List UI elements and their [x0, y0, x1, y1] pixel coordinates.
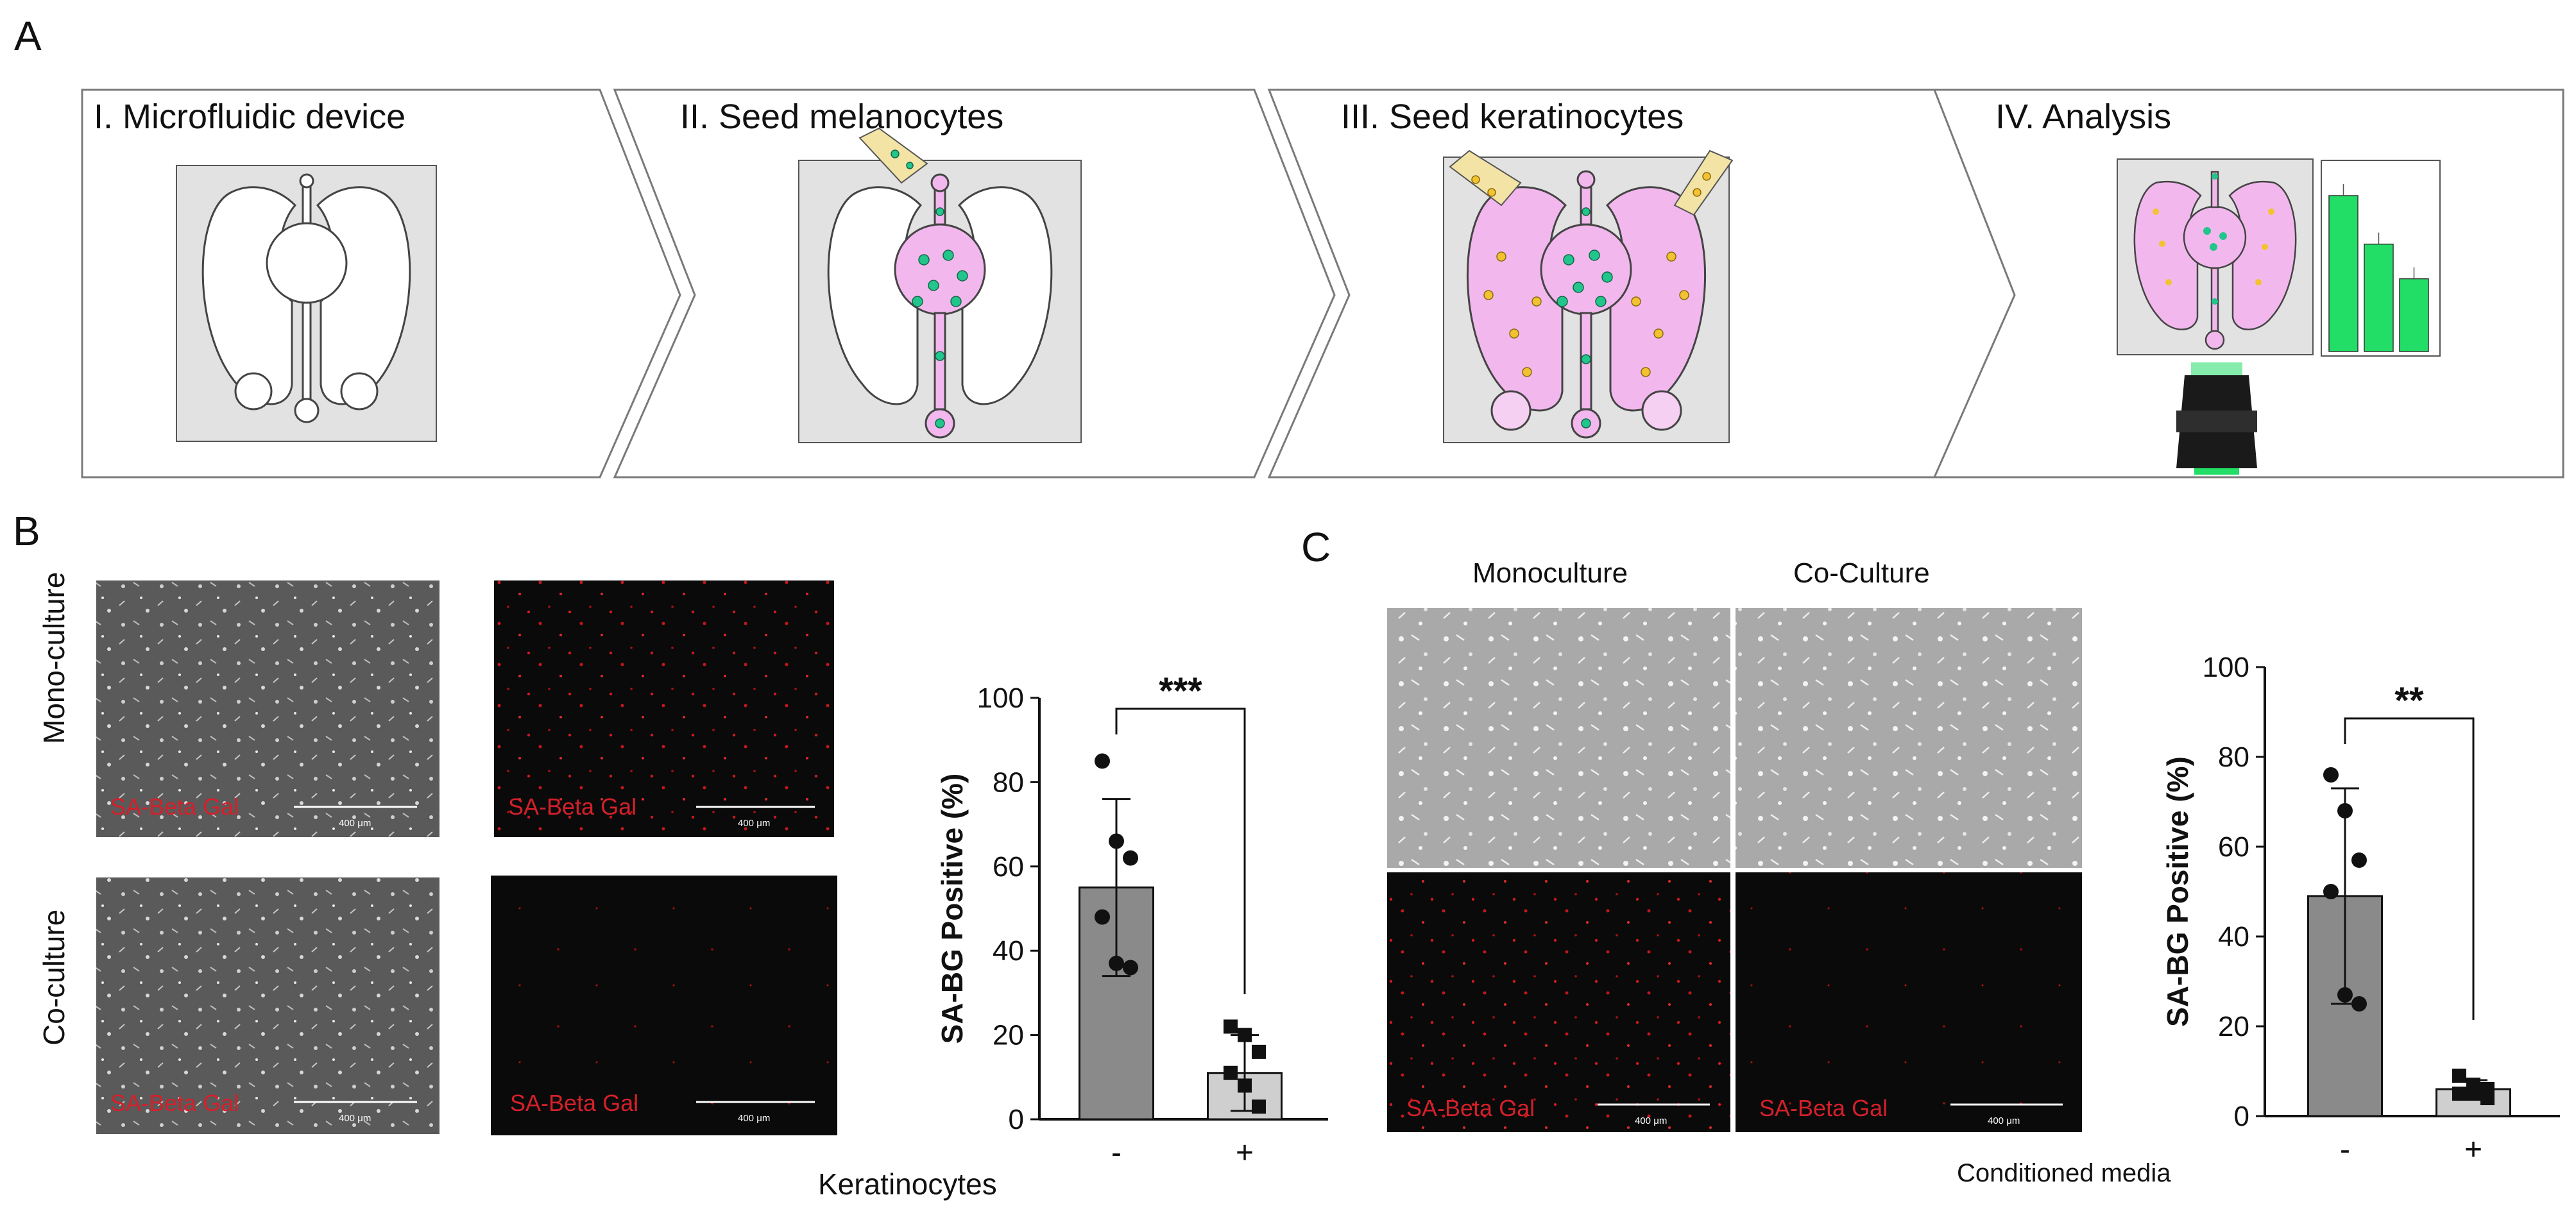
y-tick-label: 60 — [993, 851, 1024, 883]
micrograph-b-mono-fluor: SA-Beta Gal 400 μm — [494, 580, 834, 837]
data-point — [2323, 767, 2339, 783]
x-group-label-b: Keratinocytes — [818, 1167, 997, 1201]
data-point — [1095, 753, 1110, 769]
scale-bar-label: 400 μm — [1988, 1115, 2020, 1126]
data-point — [1109, 833, 1124, 849]
y-axis-label: SA-BG Positive (%) — [2161, 756, 2194, 1027]
scale-bar-label: 400 μm — [339, 1113, 371, 1124]
data-point — [1123, 850, 1138, 866]
x-tick-label: - — [1111, 1136, 1122, 1170]
panel-label-b: B — [13, 508, 40, 554]
data-point — [2323, 884, 2339, 899]
mini-bar — [2328, 195, 2358, 352]
y-tick-label: 40 — [2218, 921, 2249, 953]
workflow-step-3: III. Seed keratinocytes — [1267, 89, 2035, 479]
data-point — [2452, 1087, 2466, 1101]
step-label: III. Seed keratinocytes — [1341, 97, 1684, 136]
col-label-coculture: Co-Culture — [1793, 557, 1930, 589]
significance-bracket — [1115, 707, 1246, 994]
workflow-step-4: IV. Analysis — [1932, 89, 2564, 479]
data-point — [1095, 909, 1110, 925]
panel-label-a: A — [14, 13, 42, 59]
y-tick-label: 100 — [2203, 652, 2249, 683]
col-label-monoculture: Monoculture — [1472, 557, 1628, 589]
image-caption: SA-Beta Gal — [510, 1090, 638, 1116]
step-label: I. Microfluidic device — [94, 97, 405, 136]
microscope-objective-icon — [2176, 362, 2257, 475]
data-point — [1252, 1044, 1266, 1059]
scale-bar-label: 400 μm — [738, 1113, 770, 1124]
y-tick-label: 80 — [2218, 741, 2249, 773]
y-tick-label: 0 — [1009, 1104, 1024, 1135]
y-tick-label: 20 — [993, 1020, 1024, 1051]
significance-stars: *** — [1159, 670, 1202, 712]
significance-bracket — [2344, 717, 2475, 1020]
x-tick-label: + — [1236, 1136, 1254, 1170]
y-tick-label: 40 — [993, 935, 1024, 967]
data-point — [2466, 1087, 2480, 1101]
data-point — [2452, 1069, 2466, 1083]
data-point — [2337, 987, 2353, 1003]
data-point — [2351, 996, 2367, 1012]
scale-bar-label: 400 μm — [339, 818, 371, 829]
mini-bar — [2364, 243, 2394, 352]
workflow-step-1: I. Microfluidic device — [81, 89, 681, 479]
micrograph-c-mono-phase — [1387, 608, 1730, 868]
x-group-label-c: Conditioned media — [1957, 1159, 2171, 1187]
image-caption: SA-Beta Gal — [110, 793, 239, 820]
step-label: IV. Analysis — [1995, 97, 2171, 136]
data-point — [2337, 803, 2353, 818]
micrograph-c-co-fluor: SA-Beta Gal 400 μm — [1736, 872, 2082, 1132]
data-point — [1224, 1065, 1238, 1080]
workflow-step-2: II. Seed melanocytes — [613, 89, 1336, 479]
image-caption: SA-Beta Gal — [1406, 1095, 1535, 1121]
row-label-monoculture: Mono-culture — [37, 572, 71, 744]
data-point — [1109, 955, 1124, 971]
analysis-mini-bars — [2328, 184, 2429, 352]
y-tick-label: 0 — [2234, 1101, 2249, 1132]
micrograph-b-co-fluor: SA-Beta Gal 400 μm — [491, 876, 837, 1135]
y-tick-label: 80 — [993, 767, 1024, 798]
data-point — [1123, 960, 1138, 976]
significance-stars: ** — [2394, 680, 2424, 722]
y-tick-label: 100 — [977, 682, 1024, 714]
data-point — [1238, 1028, 1252, 1042]
image-caption: SA-Beta Gal — [508, 793, 636, 820]
micrograph-b-mono-phase: SA-Beta Gal 400 μm — [96, 580, 439, 837]
y-tick-label: 60 — [2218, 831, 2249, 863]
image-caption: SA-Beta Gal — [1759, 1095, 1888, 1121]
data-point — [2480, 1091, 2495, 1105]
data-point — [1224, 1019, 1238, 1034]
mini-bar — [2399, 278, 2429, 352]
y-axis-label: SA-BG Positive (%) — [935, 774, 969, 1044]
panel-label-c: C — [1301, 524, 1331, 570]
micrograph-c-co-phase — [1736, 608, 2082, 868]
data-point — [2351, 852, 2367, 868]
y-tick-label: 20 — [2218, 1011, 2249, 1042]
step-label: II. Seed melanocytes — [680, 97, 1003, 136]
micrograph-b-co-phase: SA-Beta Gal 400 μm — [96, 877, 439, 1134]
x-tick-label: + — [2464, 1133, 2482, 1167]
data-point — [1238, 1078, 1252, 1093]
scale-bar-label: 400 μm — [1635, 1115, 1667, 1126]
row-label-coculture: Co-culture — [37, 910, 71, 1046]
x-tick-label: - — [2340, 1133, 2350, 1167]
image-caption: SA-Beta Gal — [110, 1090, 239, 1116]
scale-bar-label: 400 μm — [738, 818, 770, 829]
data-point — [1252, 1099, 1266, 1114]
micrograph-c-mono-fluor: SA-Beta Gal 400 μm — [1387, 872, 1730, 1132]
